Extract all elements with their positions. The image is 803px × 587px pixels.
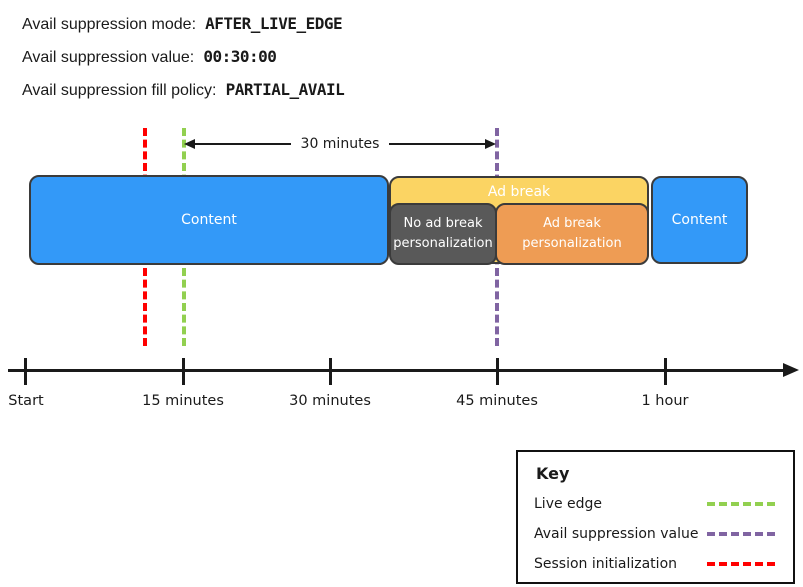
config-label: Avail suppression mode: [22,16,197,33]
key-row-avail-suppression-value: Avail suppression value [534,519,777,549]
timeline-axis [8,369,788,372]
tick-mark-1hour [664,358,667,385]
config-label: Avail suppression fill policy: [22,82,217,99]
config-header: Avail suppression mode: AFTER_LIVE_EDGE … [22,7,345,106]
ad-break-label: Ad break [487,184,551,200]
config-value: AFTER_LIVE_EDGE [205,14,343,33]
tick-label-15min: 15 minutes [142,393,224,409]
key-label: Live edge [534,496,603,512]
config-line-fill-policy: Avail suppression fill policy: PARTIAL_A… [22,73,345,106]
key-label: Session initialization [534,556,678,572]
tick-label-1hour: 1 hour [641,393,689,409]
config-label: Avail suppression value: [22,49,195,66]
tick-mark-15min [182,358,185,385]
live-edge-swatch [707,502,775,506]
tick-label-45min: 45 minutes [456,393,538,409]
content-box-label: Content [181,212,237,228]
tick-label-30min: 30 minutes [289,393,371,409]
key-row-session-initialization: Session initialization [534,549,777,579]
tick-mark-45min [496,358,499,385]
avail-suppression-value-swatch [707,532,775,536]
key-legend: Key Live edge Avail suppression value Se… [516,450,795,584]
no-ad-break-personalization-label-line1: No ad break [403,215,483,231]
ad-break-personalization-label-line2: personalization [522,236,622,251]
duration-arrow: 30 minutes [184,136,496,152]
arrowhead-left-icon [184,139,195,149]
content-box-label: Content [671,212,728,228]
key-row-live-edge: Live edge [534,489,777,519]
ad-break-personalization-box: Ad break personalization [495,203,649,265]
tick-mark-start [24,358,27,385]
arrowhead-right-icon [485,139,496,149]
config-value: PARTIAL_AVAIL [225,80,345,99]
content-box-right: Content [651,176,748,264]
tick-label-start: Start [8,393,44,409]
key-label: Avail suppression value [534,526,699,542]
config-line-mode: Avail suppression mode: AFTER_LIVE_EDGE [22,7,344,40]
duration-arrow-label: 30 minutes [300,136,380,152]
config-value: 00:30:00 [203,47,277,66]
timeline-arrowhead-icon [783,363,799,377]
no-ad-break-personalization-box: No ad break personalization [389,203,497,265]
key-title: Key [536,464,570,483]
ad-break-personalization-label-line1: Ad break [543,215,601,231]
arrow-line [195,143,291,145]
arrow-line [389,143,485,145]
config-line-value: Avail suppression value: 00:30:00 [22,40,344,73]
content-box-left: Content [29,175,389,265]
no-ad-break-personalization-label-line2: personalization [393,236,493,251]
tick-mark-30min [329,358,332,385]
session-initialization-swatch [707,562,775,566]
